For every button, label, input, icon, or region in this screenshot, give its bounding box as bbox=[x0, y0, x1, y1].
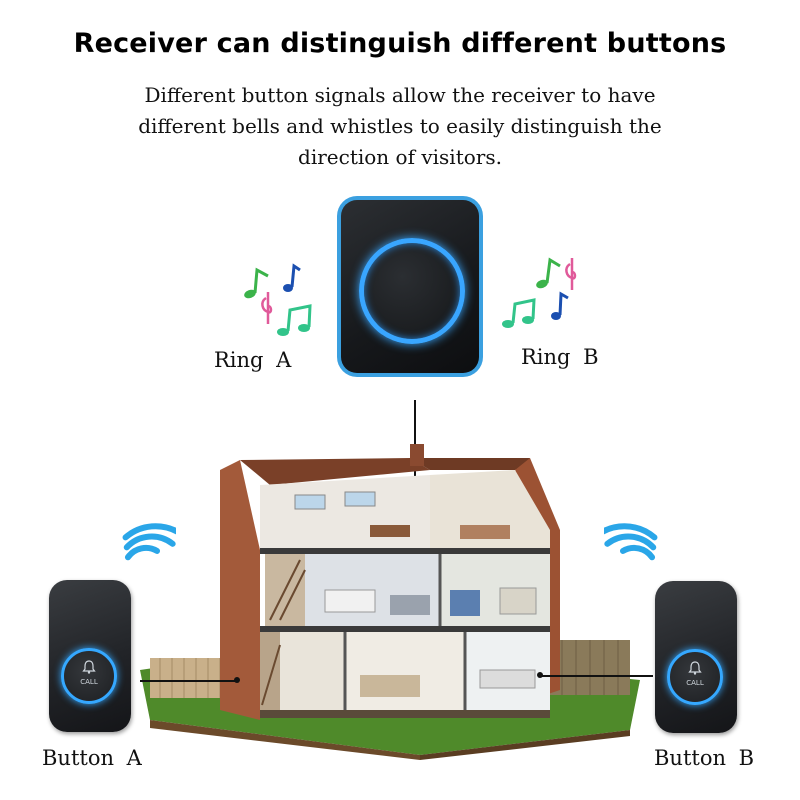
connector-dot bbox=[234, 677, 240, 683]
connector-line-button-b bbox=[541, 675, 653, 677]
music-note-icon bbox=[565, 258, 577, 290]
connector-dot bbox=[537, 672, 543, 678]
button-a-label: Button A bbox=[42, 746, 142, 770]
call-button-ring: CALL bbox=[667, 649, 723, 705]
wifi-signal-icon bbox=[122, 523, 176, 561]
music-notes-left-icon bbox=[244, 263, 312, 336]
connector-line-button-a bbox=[140, 680, 236, 682]
button-b-label: Button B bbox=[654, 746, 755, 770]
ring-b-label: Ring B bbox=[521, 345, 599, 369]
headline: Receiver can distinguish different butto… bbox=[73, 28, 727, 59]
bell-icon bbox=[688, 661, 702, 675]
music-note-icon bbox=[277, 304, 312, 336]
music-note-icon bbox=[551, 291, 569, 320]
button-b-device: CALL bbox=[655, 581, 737, 733]
music-notes-right-icon bbox=[502, 257, 577, 328]
ring-a-label: Ring A bbox=[214, 348, 292, 372]
call-button-ring: CALL bbox=[61, 648, 117, 704]
music-note-icon bbox=[283, 263, 301, 292]
music-note-icon bbox=[502, 298, 536, 328]
bell-icon bbox=[82, 660, 96, 674]
button-a-device: CALL bbox=[49, 580, 131, 732]
receiver-body bbox=[341, 200, 479, 373]
music-note-icon bbox=[244, 267, 269, 299]
call-text: CALL bbox=[80, 678, 98, 686]
music-note-icon bbox=[261, 292, 273, 324]
subtitle: Different button signals allow the recei… bbox=[138, 83, 662, 169]
wifi-signal-icon bbox=[604, 523, 658, 561]
music-note-icon bbox=[536, 257, 561, 289]
call-text: CALL bbox=[686, 679, 704, 687]
receiver-glow-ring bbox=[359, 238, 465, 344]
receiver-device bbox=[337, 196, 483, 377]
house-cutaway-illustration bbox=[140, 444, 640, 760]
